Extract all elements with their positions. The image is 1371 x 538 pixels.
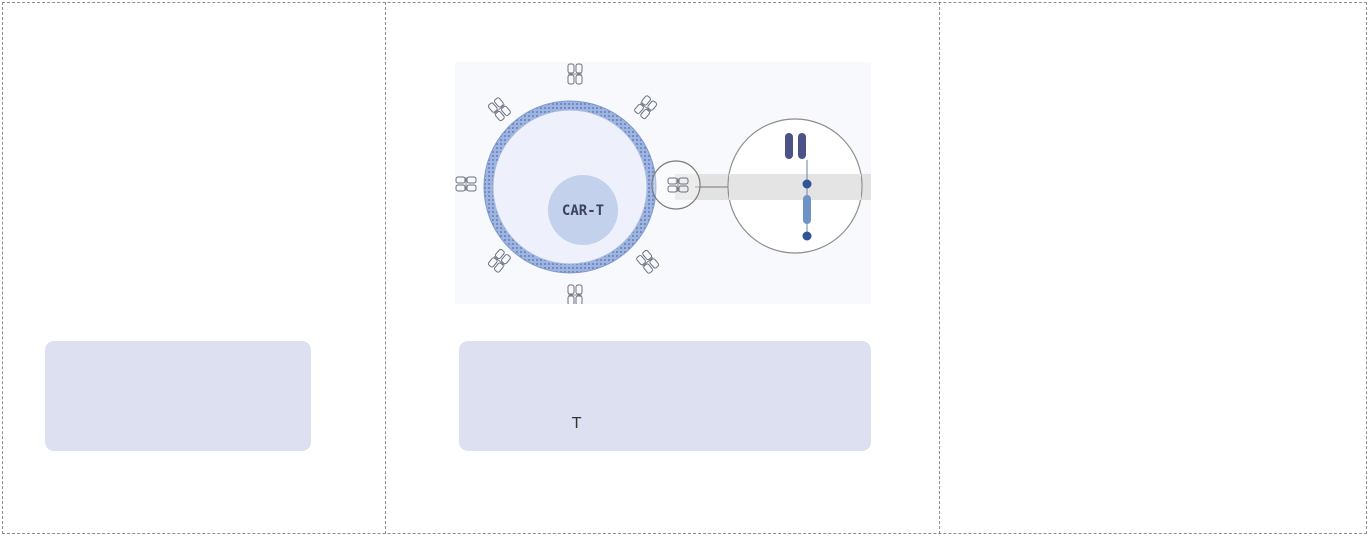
car-t-diagram: CAR-T bbox=[455, 62, 871, 304]
middle-text-box-label: T bbox=[572, 414, 582, 432]
cell-label: CAR-T bbox=[562, 203, 604, 219]
receptor-domain-dark bbox=[798, 133, 806, 159]
receptor-dot bbox=[802, 231, 812, 241]
right-column bbox=[940, 3, 1366, 533]
magnify-source-circle bbox=[651, 160, 701, 210]
receptor-dot bbox=[802, 179, 812, 189]
cell-nucleus bbox=[548, 175, 618, 245]
column-divider-left bbox=[385, 2, 386, 534]
column-divider-right bbox=[939, 2, 940, 534]
left-text-box bbox=[45, 341, 311, 451]
zoom-membrane-band bbox=[729, 174, 861, 200]
middle-text-box: T bbox=[459, 341, 871, 451]
receptor-domain-light bbox=[803, 195, 811, 224]
car-t-diagram-svg: CAR-T bbox=[455, 62, 871, 304]
receptor-domain-dark bbox=[785, 133, 793, 159]
